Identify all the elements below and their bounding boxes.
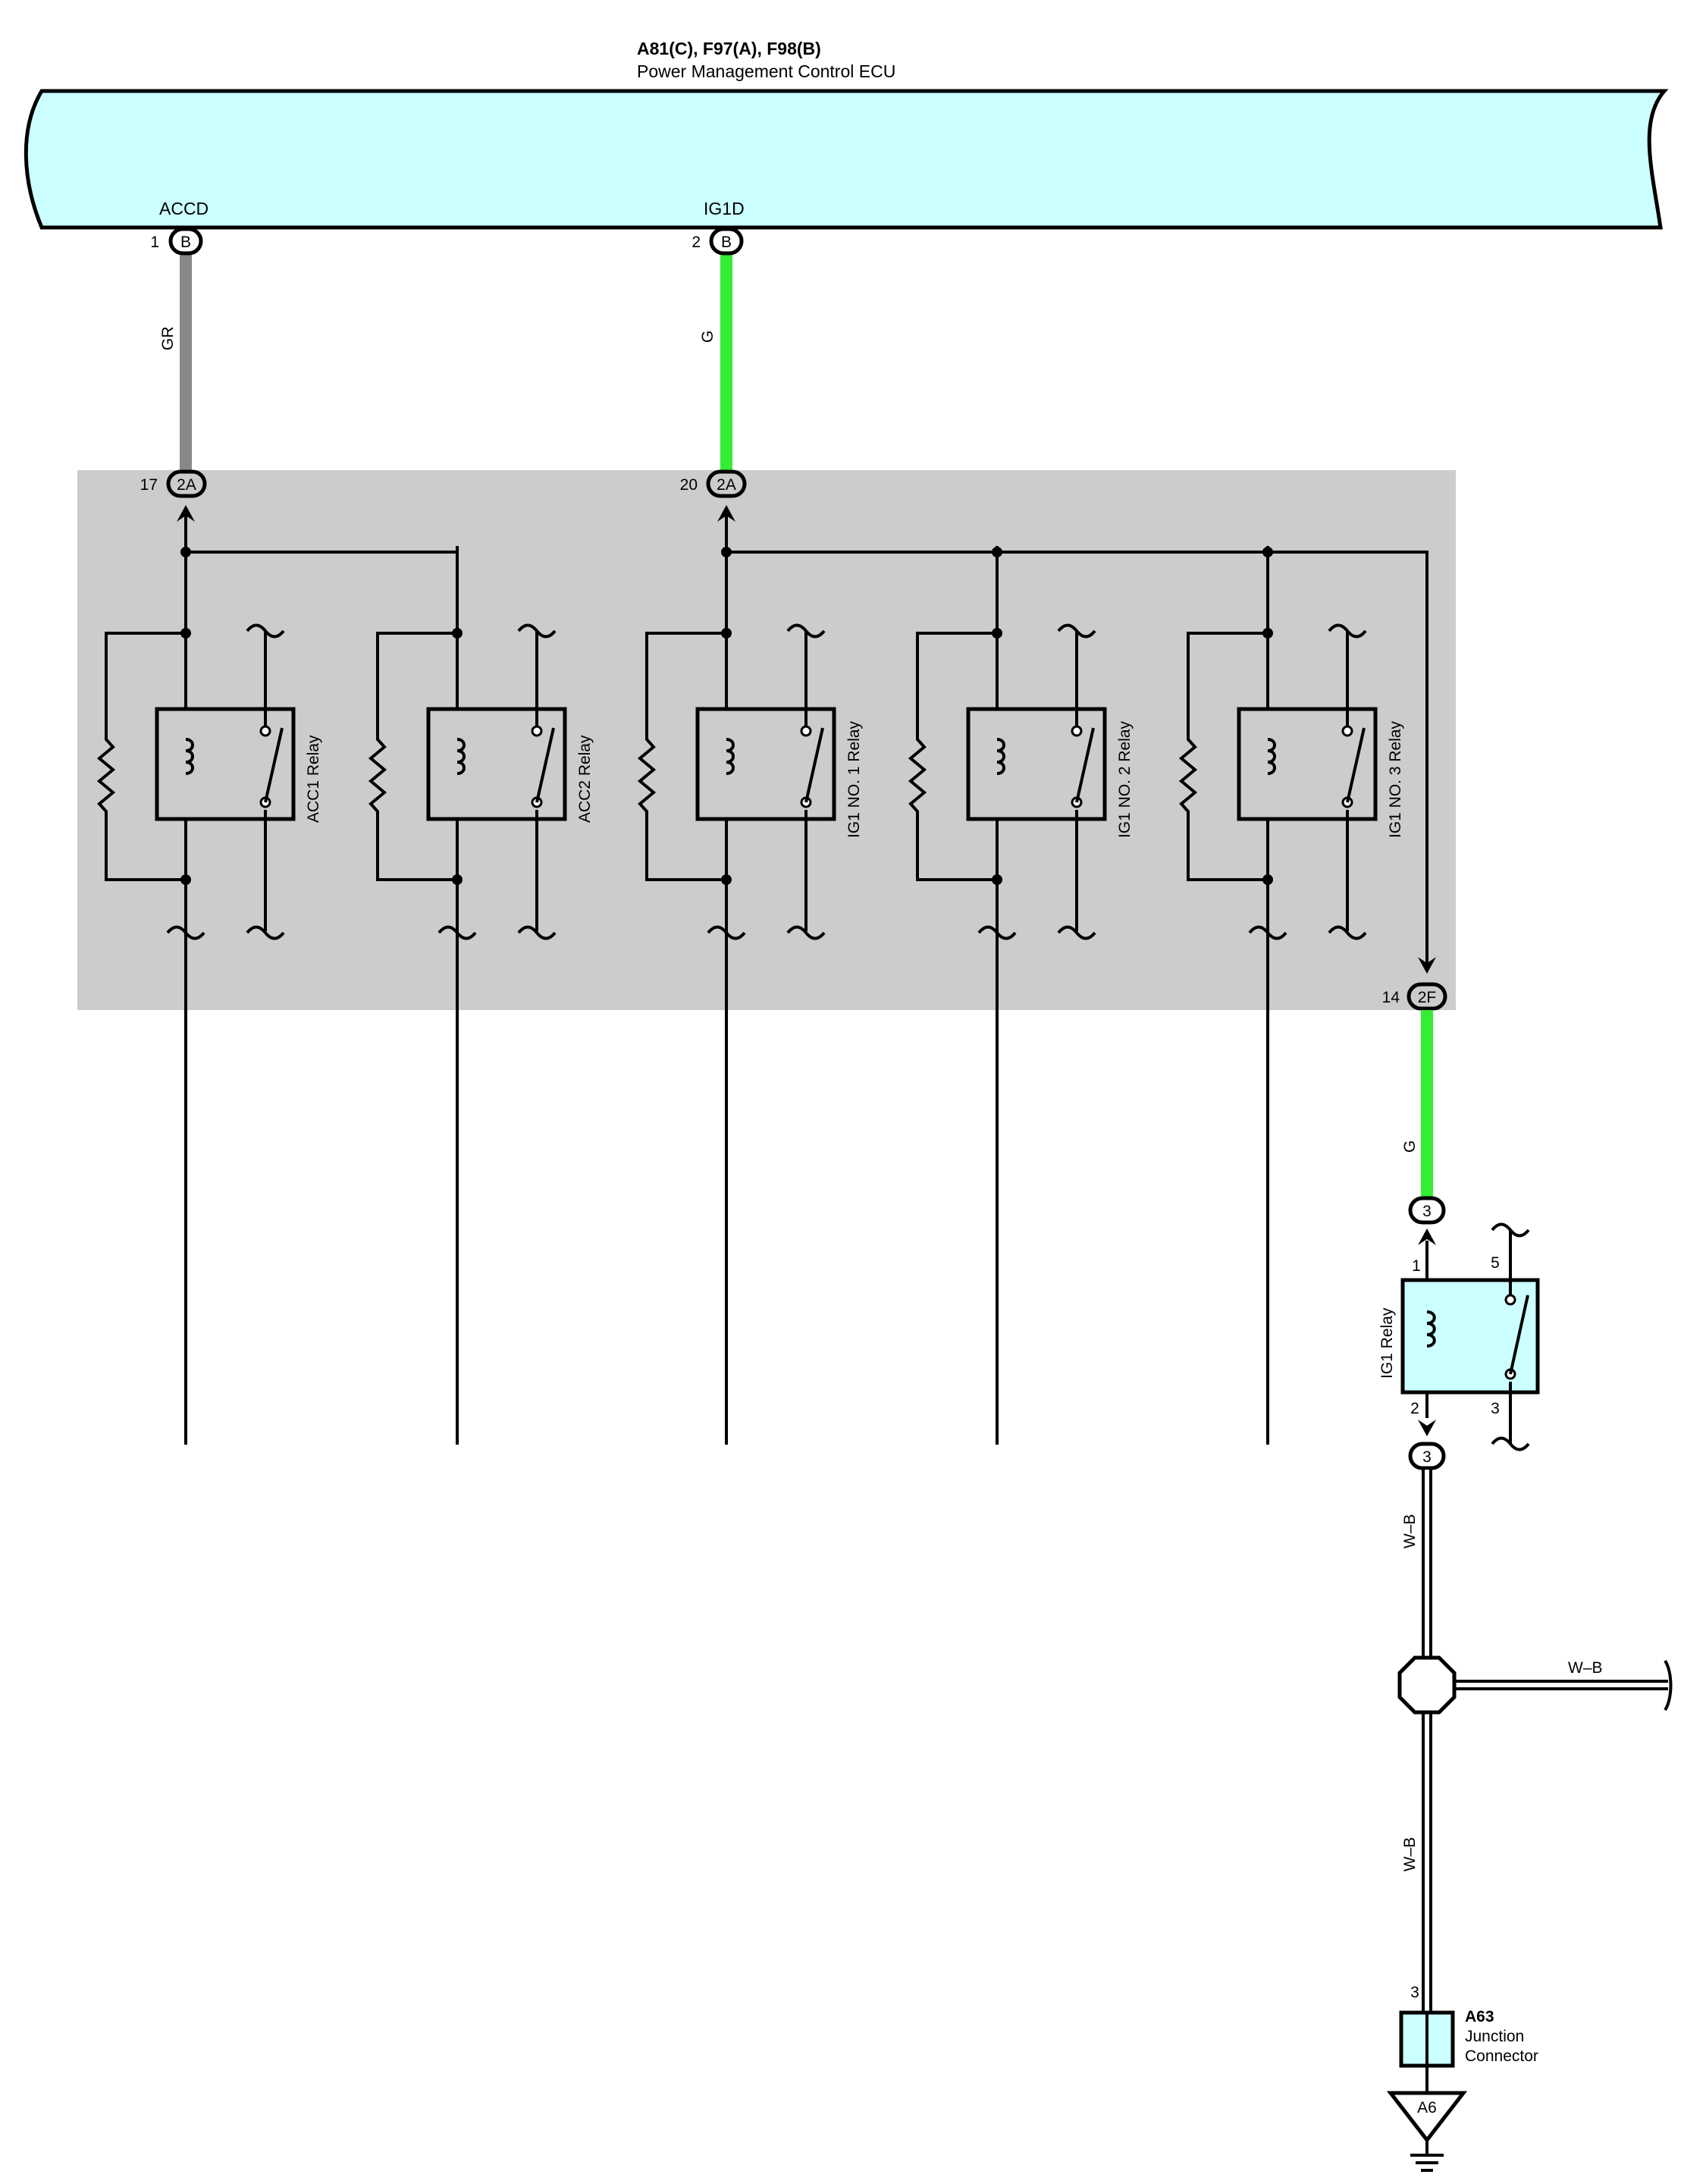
wire-g-1-label: G — [699, 331, 717, 343]
connector-ig1d-pin: 2 — [691, 234, 701, 251]
relay-label-acc1: ACC1 Relay — [305, 735, 322, 823]
relay-label-acc2: ACC2 Relay — [576, 735, 594, 823]
splice-point — [1397, 1655, 1457, 1715]
jb-connector-14-code: 2F — [1418, 989, 1437, 1006]
junction-connector-a63 — [1399, 2010, 1455, 2093]
ig1-relay-conn-bottom-label: 3 — [1422, 1448, 1432, 1466]
junction-connector-line1: Junction — [1465, 2028, 1524, 2045]
terminal-accd-label: ACCD — [159, 199, 209, 218]
terminal-ig1d-label: IG1D — [704, 199, 745, 218]
junction-connector-code: A63 — [1465, 2008, 1494, 2026]
jb-connector-20-code: 2A — [717, 476, 736, 494]
ground-label: A6 — [1417, 2099, 1437, 2117]
ig1-relay-pin-5: 5 — [1491, 1254, 1500, 1272]
wire-wb-2 — [1454, 1659, 1673, 1712]
connector-accd-pin: 1 — [150, 234, 159, 251]
relay-label-ig1-no2: IG1 NO. 2 Relay — [1116, 720, 1134, 838]
ecu-name: Power Management Control ECU — [637, 61, 895, 81]
ig1-relay-conn-top-label: 3 — [1422, 1203, 1432, 1220]
connector-ig1d-code: B — [721, 234, 732, 251]
wire-wb-3-label: W–B — [1401, 1837, 1419, 1872]
ig1-relay-pin-3: 3 — [1491, 1400, 1500, 1417]
ig1-relay-conn-top: 3 — [1408, 1196, 1446, 1245]
relay-label-ig1-no3: IG1 NO. 3 Relay — [1387, 720, 1404, 838]
jb-connector-14-pin: 14 — [1382, 989, 1400, 1006]
ecu-code: A81(C), F97(A), F98(B) — [637, 39, 821, 58]
connector-accd-code: B — [180, 234, 191, 251]
ig1-relay-pin-2: 2 — [1410, 1400, 1419, 1417]
jb-connector-20-pin: 20 — [680, 476, 698, 494]
wire-wb-2-label: W–B — [1568, 1659, 1603, 1677]
jb-connector-17-code: 2A — [177, 476, 196, 494]
jb-connector-14: 2F 14 — [1382, 957, 1447, 1011]
junction-connector-pin: 3 — [1410, 1984, 1419, 2001]
ig1-relay — [1400, 1222, 1540, 1451]
wire-g-2-label: G — [1401, 1141, 1419, 1153]
ig1-relay-conn-bottom: 3 — [1408, 1420, 1446, 1470]
wire-wb-1-label: W–B — [1401, 1514, 1419, 1549]
ig1-relay-pin-1: 1 — [1412, 1257, 1421, 1275]
relay-label-ig1-no1: IG1 NO. 1 Relay — [845, 720, 863, 838]
ig1-relay-label: IG1 Relay — [1378, 1307, 1396, 1379]
connector-accd: B 1 — [150, 227, 203, 256]
ecu-body — [24, 89, 1669, 230]
ground-point — [1386, 2091, 1468, 2172]
junction-connector-line2: Connector — [1465, 2048, 1538, 2065]
connector-ig1d: B 2 — [691, 227, 744, 256]
jb-connector-17-pin: 17 — [140, 476, 158, 494]
wire-gr-label: GR — [159, 327, 177, 351]
